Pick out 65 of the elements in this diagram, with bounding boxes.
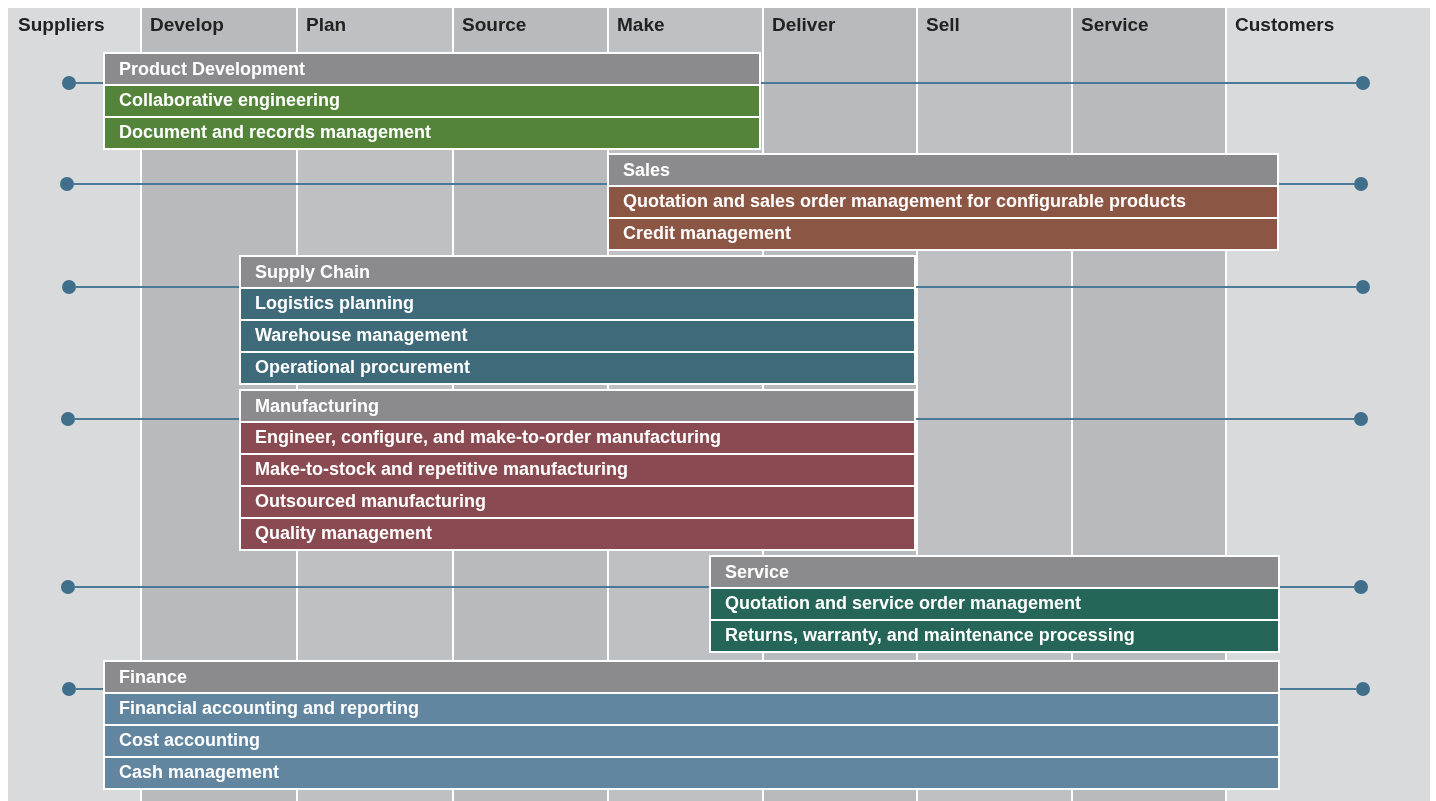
module-box [103,660,1280,790]
column-header: Customers [1235,14,1335,36]
endpoint-dot [1356,280,1370,294]
function-row [241,319,914,351]
endpoint-dot [60,177,74,191]
column-header: Deliver [772,14,836,36]
function-row [241,485,914,517]
endpoint-dot [1354,177,1368,191]
endpoint-dot [61,412,75,426]
function-label: Engineer, configure, and make-to-order manufacturing [255,427,722,448]
function-label: Warehouse management [255,325,468,346]
endpoint-dot [1354,412,1368,426]
function-row [105,756,1278,788]
module-box [607,153,1279,251]
module-title: Manufacturing [255,396,379,417]
column-header: Source [462,14,527,36]
function-row [711,619,1278,651]
function-row [241,453,914,485]
column-header: Develop [150,14,224,36]
module-title: Finance [119,667,188,688]
function-label: Quotation and sales order management for configurable products [623,191,1187,212]
function-label: Document and records management [119,122,432,143]
function-label: Cost accounting [119,730,260,751]
endpoint-dot [1356,682,1370,696]
function-row [609,185,1277,217]
endpoint-dot [62,76,76,90]
function-row [241,517,914,549]
module-box [709,555,1280,653]
function-row [105,116,759,148]
function-row [105,84,759,116]
function-label: Logistics planning [255,293,414,314]
function-label: Quality management [255,523,433,544]
column-header: Service [1081,14,1149,36]
column-header: Plan [306,14,347,36]
column-header: Sell [926,14,960,36]
function-row [609,217,1277,249]
endpoint-dot [61,580,75,594]
function-label: Make-to-stock and repetitive manufacturing [255,459,629,480]
module-title: Service [725,562,790,583]
function-label: Collaborative engineering [119,90,341,111]
function-row [241,421,914,453]
module-title: Sales [623,160,671,181]
module-title: Supply Chain [255,262,370,283]
column-header: Suppliers [18,14,105,36]
function-label: Financial accounting and reporting [119,698,420,719]
function-label: Credit management [623,223,792,244]
function-row [241,287,914,319]
endpoint-dot [62,682,76,696]
function-row [105,724,1278,756]
function-row [241,351,914,383]
endpoint-dot [1354,580,1368,594]
function-label: Outsourced manufacturing [255,491,487,512]
column-header: Make [617,14,665,36]
function-row [711,587,1278,619]
function-label: Quotation and service order management [725,593,1082,614]
endpoint-dot [62,280,76,294]
module-box [239,389,916,551]
endpoint-dot [1356,76,1370,90]
function-label: Cash management [119,762,280,783]
function-label: Operational procurement [255,357,471,378]
module-box [239,255,916,385]
function-row [105,692,1278,724]
module-box [103,52,761,150]
function-label: Returns, warranty, and maintenance processing [725,625,1135,646]
module-title: Product Development [119,59,306,80]
